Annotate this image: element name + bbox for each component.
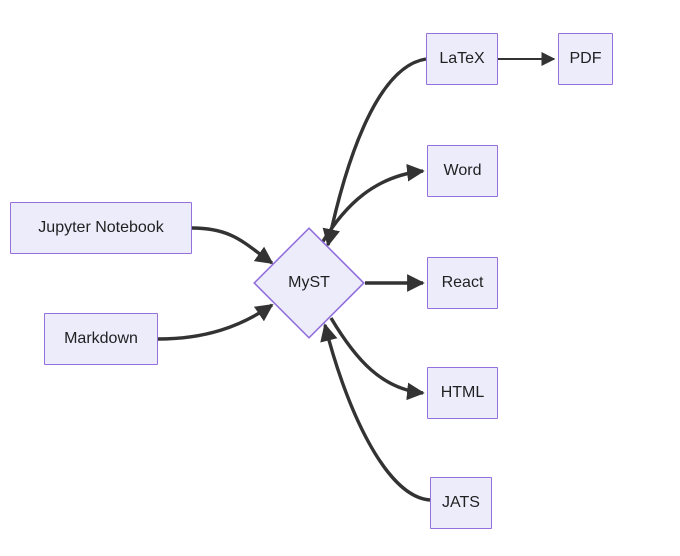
node-label-jats: JATS (442, 494, 480, 511)
node-html[interactable]: HTML (427, 367, 498, 419)
node-pdf[interactable]: PDF (558, 33, 613, 85)
node-label-word: Word (443, 162, 482, 179)
node-label-react: React (441, 274, 484, 291)
node-label-html: HTML (440, 384, 485, 401)
edge-myst-to-html (329, 317, 425, 401)
node-label-pdf: PDF (569, 50, 602, 67)
node-label-latex: LaTeX (439, 50, 485, 67)
edge-markdown-to-myst (157, 303, 274, 341)
node-myst[interactable]: MyST (253, 227, 365, 339)
edge-jupyter-to-myst (191, 226, 274, 265)
node-latex[interactable]: LaTeX (426, 33, 498, 85)
edge-myst-to-word (320, 163, 425, 244)
edge-myst-to-latex (322, 57, 427, 247)
edge-myst-to-jats (320, 323, 431, 502)
node-jats[interactable]: JATS (430, 477, 492, 529)
node-jupyter-notebook[interactable]: Jupyter Notebook (10, 202, 192, 254)
node-label-jupyter-notebook: Jupyter Notebook (38, 219, 164, 236)
node-word[interactable]: Word (427, 145, 498, 197)
node-markdown[interactable]: Markdown (44, 313, 158, 365)
diamond-shape (253, 227, 365, 339)
node-label-markdown: Markdown (64, 330, 138, 347)
node-react[interactable]: React (427, 257, 498, 309)
